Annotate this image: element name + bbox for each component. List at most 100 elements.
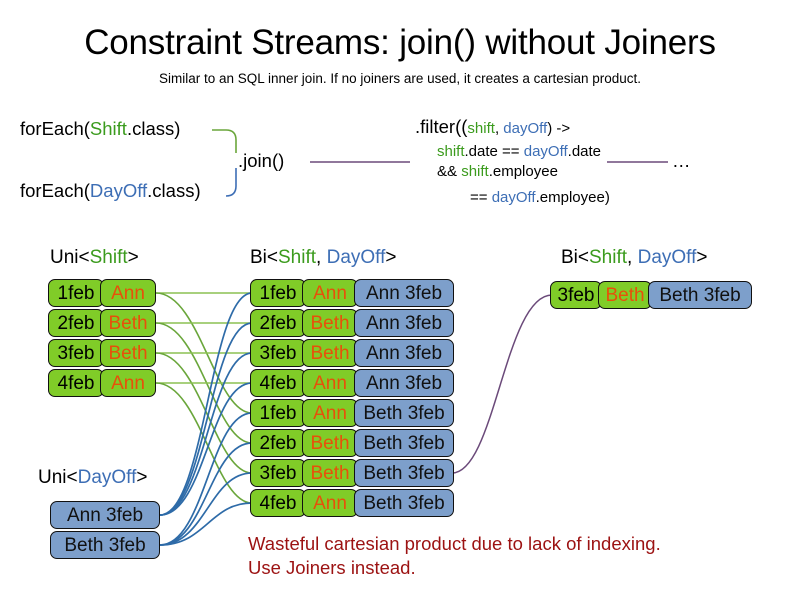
foreach-dayoff-type: DayOff [89, 180, 148, 201]
bi-shift-date-card-label: 3feb [259, 462, 297, 484]
bi-right-type-b: DayOff [637, 247, 697, 268]
bi-shift-date-card-label: 2feb [259, 312, 297, 334]
caption-bi-middle: Bi<Shift, DayOff> [250, 246, 396, 269]
bi-mid-comma: , [316, 247, 327, 268]
uni-shift-prefix: Uni< [50, 247, 90, 268]
bi-mid-type-a: Shift [278, 247, 317, 268]
bi-dayoff-card-label: Ann 3feb [365, 312, 443, 334]
shift-date-card: 3feb [48, 339, 104, 367]
filter-l2-a: .date == [464, 143, 524, 160]
shift-date-card-label: 1feb [57, 282, 95, 304]
shift-employee-card: Ann [100, 279, 156, 307]
bi-shift-employee-card: Beth [302, 339, 358, 367]
shift-employee-card: Ann [100, 369, 156, 397]
bi-shift-employee-card: Ann [302, 399, 358, 427]
filter-l4-a: == [470, 189, 492, 206]
bi-shift-employee-card: Beth [302, 459, 358, 487]
shift-employee-card: Beth [100, 339, 156, 367]
filter-l3-a: && [437, 163, 462, 180]
filter-l2-b: .date [567, 143, 602, 160]
bi-mid-suffix: > [385, 247, 397, 268]
uni-dayoff-type: DayOff [77, 467, 137, 488]
dayoff-card-label: Beth 3feb [64, 534, 146, 556]
bi-right-suffix: > [696, 247, 708, 268]
bi-right-comma: , [627, 247, 638, 268]
warning-note: Wasteful cartesian product due to lack o… [248, 533, 661, 578]
shift-employee-card-label: Ann [111, 372, 145, 394]
page-subtitle: Similar to an SQL inner join. If no join… [159, 71, 641, 86]
filter-l4-b: .employee) [535, 189, 610, 206]
bi-shift-employee-card-label: Ann [313, 282, 347, 304]
bi-mid-type-b: DayOff [326, 247, 386, 268]
code-filter-line-1: .filter((shift, dayOff) -> [415, 117, 570, 139]
shift-employee-card-label: Ann [111, 282, 145, 304]
bi-dayoff-card: Beth 3feb [354, 489, 454, 517]
shift-date-card-label: 4feb [57, 372, 95, 394]
filter-l3-shift: shift [461, 163, 489, 180]
bi-shift-date-card: 3feb [250, 459, 306, 487]
bi-dayoff-card-label: Ann 3feb [365, 282, 443, 304]
bi-dayoff-card-label: Ann 3feb [365, 342, 443, 364]
code-foreach-shift: forEach(Shift.class) [20, 118, 180, 140]
shift-date-card: 2feb [48, 309, 104, 337]
bi-shift-employee-card: Ann [302, 279, 358, 307]
dayoff-card: Ann 3feb [50, 501, 160, 529]
shift-employee-card-label: Beth [108, 342, 148, 364]
bi-shift-date-card: 4feb [250, 489, 306, 517]
bi-dayoff-card-label: Beth 3feb [363, 402, 445, 424]
bi-shift-employee-card-label: Beth [310, 312, 350, 334]
bi-right-prefix: Bi< [561, 247, 589, 268]
result-shift-date-card-label: 3feb [557, 284, 595, 306]
bi-shift-date-card-label: 1feb [259, 282, 297, 304]
filter-l2-shift: shift [437, 143, 465, 160]
foreach-shift-type: Shift [89, 118, 127, 139]
bi-shift-employee-card: Ann [302, 489, 358, 517]
filter-param-shift: shift [467, 120, 495, 137]
bi-shift-date-card: 3feb [250, 339, 306, 367]
foreach-dayoff-prefix: forEach( [20, 180, 90, 201]
result-shift-date-card: 3feb [550, 281, 602, 309]
bi-dayoff-card-label: Beth 3feb [363, 432, 445, 454]
result-dayoff-card-label: Beth 3feb [659, 284, 741, 306]
dayoff-card-label: Ann 3feb [66, 504, 144, 526]
bi-dayoff-card: Ann 3feb [354, 369, 454, 397]
bi-shift-employee-card-label: Ann [313, 402, 347, 424]
shift-date-card: 1feb [48, 279, 104, 307]
result-dayoff-card: Beth 3feb [648, 281, 752, 309]
bi-shift-employee-card-label: Beth [310, 342, 350, 364]
bi-dayoff-card: Ann 3feb [354, 309, 454, 337]
bi-shift-employee-card-label: Ann [313, 372, 347, 394]
code-filter-line-2: shift.date == dayOff.date [437, 142, 601, 162]
filter-comma: , [494, 120, 504, 137]
caption-bi-right: Bi<Shift, DayOff> [561, 246, 707, 269]
shift-employee-card-label: Beth [108, 312, 148, 334]
filter-param-dayoff: dayOff [503, 120, 548, 137]
result-shift-employee-card: Beth [598, 281, 652, 309]
shift-date-card-label: 3feb [57, 342, 95, 364]
filter-arrow: ) -> [547, 120, 571, 137]
uni-dayoff-prefix: Uni< [38, 467, 78, 488]
bi-right-type-a: Shift [589, 247, 628, 268]
filter-open: .filter(( [415, 116, 468, 137]
bi-shift-employee-card: Ann [302, 369, 358, 397]
bi-shift-date-card-label: 4feb [259, 372, 297, 394]
uni-shift-suffix: > [127, 247, 139, 268]
code-foreach-dayoff: forEach(DayOff.class) [20, 180, 201, 202]
uni-shift-type: Shift [89, 247, 128, 268]
bi-mid-prefix: Bi< [250, 247, 278, 268]
bi-shift-employee-card-label: Ann [313, 492, 347, 514]
code-filter-line-4: == dayOff.employee) [470, 188, 610, 208]
bi-shift-employee-card-label: Beth [310, 462, 350, 484]
bi-shift-date-card: 2feb [250, 429, 306, 457]
caption-uni-dayoff: Uni<DayOff> [38, 466, 148, 489]
bi-dayoff-card: Beth 3feb [354, 429, 454, 457]
bi-shift-date-card-label: 1feb [259, 402, 297, 424]
code-filter-line-3: && shift.employee [437, 162, 558, 182]
shift-date-card-label: 2feb [57, 312, 95, 334]
bi-shift-date-card: 2feb [250, 309, 306, 337]
bi-shift-date-card: 1feb [250, 279, 306, 307]
filter-l2-dayoff: dayOff [523, 143, 568, 160]
bi-shift-employee-card: Beth [302, 309, 358, 337]
bi-shift-date-card: 4feb [250, 369, 306, 397]
